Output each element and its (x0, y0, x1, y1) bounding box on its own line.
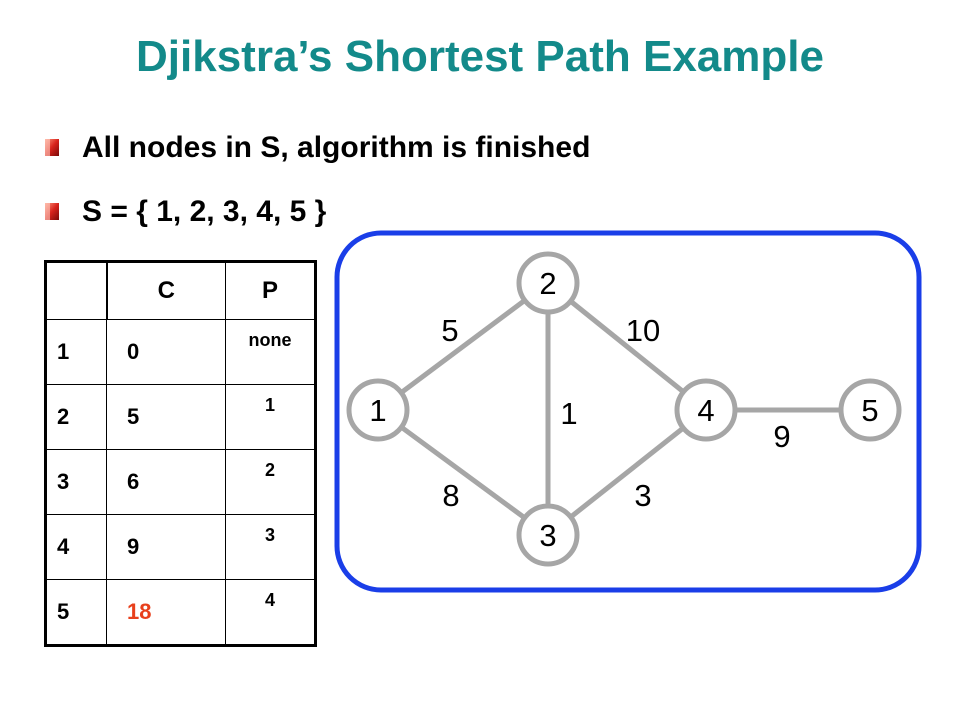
edge-3-4 (546, 408, 708, 537)
graph-node-2: 2 (516, 251, 580, 315)
table-row: 5 18 4 (45, 579, 316, 646)
row-prev: none (225, 319, 316, 385)
edge-2-4 (546, 281, 708, 412)
row-prev: 2 (225, 449, 316, 515)
row-prev: 4 (225, 579, 316, 646)
edge-weight-2-3: 1 (560, 396, 577, 431)
graph-frame (334, 230, 922, 593)
page-title: Djikstra’s Shortest Path Example (136, 32, 824, 81)
table-header-row: C P (45, 261, 316, 320)
graph-node-5: 5 (838, 378, 902, 442)
table-row: 3 6 2 (45, 449, 316, 515)
edge-weight-2-4: 10 (626, 313, 660, 348)
table-header-prev: P (225, 261, 316, 320)
row-node: 4 (45, 514, 107, 580)
node-label-5: 5 (861, 393, 878, 428)
node-label-4: 4 (697, 393, 714, 428)
bullet-icon (45, 139, 59, 156)
graph-node-3: 3 (516, 503, 580, 567)
cost-table: C P 1 0 none 2 5 1 3 6 2 4 9 3 5 18 4 (44, 260, 317, 647)
row-node: 3 (45, 449, 107, 515)
row-cost: 5 (106, 384, 226, 450)
table-header-corner (45, 261, 108, 320)
node-label-1: 1 (369, 393, 386, 428)
graph-node-1: 1 (346, 378, 410, 442)
edge-weight-1-3: 8 (442, 478, 459, 513)
bullet-text-2: S = { 1, 2, 3, 4, 5 } (82, 195, 327, 228)
row-node: 1 (45, 319, 107, 385)
node-label-3: 3 (539, 518, 556, 553)
graph-node-4: 4 (674, 378, 738, 442)
table-row: 2 5 1 (45, 384, 316, 450)
edge-weight-1-2: 5 (441, 313, 458, 348)
row-prev: 1 (225, 384, 316, 450)
row-cost: 0 (106, 319, 226, 385)
edge-1-2 (376, 280, 550, 413)
table-row: 1 0 none (45, 319, 316, 385)
table-header-cost: C (106, 261, 226, 320)
row-cost: 6 (106, 449, 226, 515)
bullet-icon (45, 203, 59, 220)
bullet-item-2: S = { 1, 2, 3, 4, 5 } (44, 192, 326, 232)
bullet-item-1: All nodes in S, algorithm is finished (44, 128, 590, 168)
row-cost-highlighted: 18 (106, 579, 226, 646)
edge-1-3 (376, 407, 550, 538)
edge-weight-4-5: 9 (773, 419, 790, 454)
edge-weight-3-4: 3 (634, 478, 651, 513)
bullet-text-1: All nodes in S, algorithm is finished (82, 131, 591, 164)
row-node: 5 (45, 579, 107, 646)
node-label-2: 2 (539, 266, 556, 301)
